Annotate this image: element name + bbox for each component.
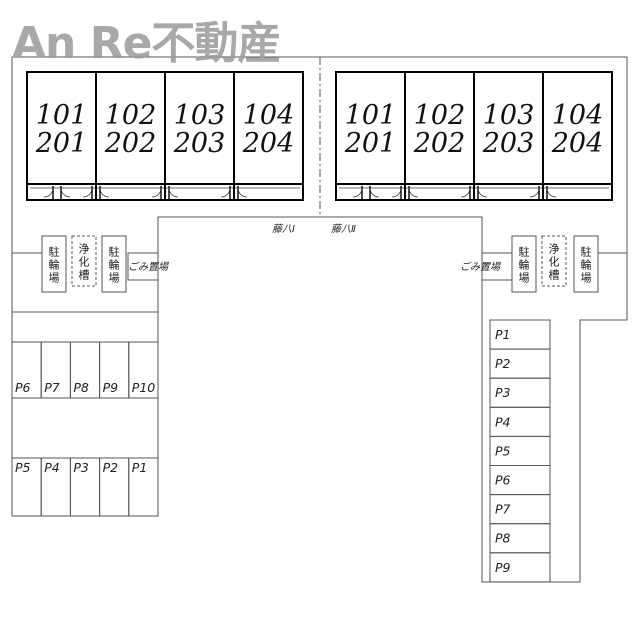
svg-text:駐: 駐 [109, 245, 120, 259]
parking-label: P1 [132, 460, 148, 475]
unit-number-lower: 201 [35, 128, 88, 159]
parking-label: P9 [495, 560, 511, 575]
door-symbol [43, 186, 71, 200]
parking-space: P4 [40, 457, 71, 517]
parking-space: P9 [489, 552, 551, 583]
garbage-area-right: ごみ置場 [460, 252, 513, 281]
svg-text:化: 化 [549, 255, 560, 269]
unit-number-lower: 203 [173, 128, 226, 159]
garbage-label-left: ごみ置場 [128, 261, 169, 273]
parking-space: P6 [11, 341, 42, 399]
unit-number-upper: 101 [345, 100, 397, 131]
door-symbol [352, 186, 380, 200]
parking-label: P1 [495, 327, 511, 342]
door-symbol [151, 186, 179, 200]
watermark-logo: An Re不動産 [12, 18, 281, 69]
parking-space: P1 [128, 457, 159, 517]
parking-space: P7 [489, 494, 551, 525]
septic-tank-left: 浄化槽 [71, 235, 97, 287]
parking-label: P6 [495, 473, 511, 488]
svg-text:駐: 駐 [519, 245, 530, 259]
parking-space: P8 [489, 523, 551, 554]
unit-number-upper: 103 [174, 100, 226, 131]
bicycle-parking-right-2: 駐輪場 [573, 235, 599, 293]
svg-text:輪: 輪 [581, 258, 592, 272]
garbage-label-right: ごみ置場 [460, 261, 501, 273]
svg-text:浄: 浄 [549, 242, 560, 256]
svg-text:場: 場 [581, 272, 592, 285]
parking-space: P10 [128, 341, 159, 399]
unit-number-lower: 202 [104, 128, 157, 159]
parking-space: P6 [489, 465, 551, 496]
svg-text:輪: 輪 [109, 258, 120, 272]
door-symbol [82, 186, 110, 200]
garbage-area-left: ごみ置場 [127, 252, 169, 281]
door-symbol [460, 186, 488, 200]
unit-number-upper: 104 [243, 100, 295, 131]
unit-number-upper: 104 [552, 100, 604, 131]
parking-space: P3 [69, 457, 101, 517]
parking-space: P7 [40, 341, 71, 399]
parking-space: P5 [489, 435, 551, 466]
parking-label: P6 [15, 380, 31, 395]
parking-space: P8 [69, 341, 101, 399]
building-name-2: 藤八Ⅱ [331, 223, 356, 235]
svg-text:化: 化 [79, 255, 90, 269]
svg-text:槽: 槽 [79, 269, 90, 282]
svg-text:場: 場 [49, 272, 60, 285]
svg-text:場: 場 [109, 272, 120, 285]
parking-label: P8 [73, 380, 89, 395]
septic-tank-right: 浄化槽 [541, 235, 567, 287]
bicycle-parking-left-1: 駐輪場 [41, 235, 67, 293]
door-symbol [220, 186, 248, 200]
parking-label: P4 [44, 460, 60, 475]
unit-number-lower: 203 [482, 128, 535, 159]
parking-label: P10 [132, 380, 155, 395]
unit-number-lower: 201 [344, 128, 397, 159]
parking-space: P2 [489, 348, 551, 379]
svg-text:場: 場 [519, 272, 530, 285]
door-symbol [391, 186, 419, 200]
unit-number-upper: 101 [36, 100, 88, 131]
svg-text:駐: 駐 [581, 245, 592, 259]
parking-label: P4 [495, 414, 511, 429]
building-name-1: 藤八Ⅰ [272, 223, 295, 235]
parking-space: P2 [99, 457, 130, 517]
parking-space: P5 [11, 457, 42, 517]
parking-label: P3 [73, 460, 89, 475]
parking-space: P3 [489, 377, 551, 408]
parking-label: P2 [495, 356, 511, 371]
unit-number-upper: 102 [105, 100, 157, 131]
parking-label: P5 [15, 460, 31, 475]
parking-label: P2 [103, 460, 119, 475]
parking-label: P7 [44, 380, 60, 395]
parking-label: P9 [103, 380, 119, 395]
unit-number-lower: 204 [551, 128, 604, 159]
svg-text:輪: 輪 [519, 258, 530, 272]
unit-number-lower: 204 [242, 128, 295, 159]
parking-label: P8 [495, 531, 511, 546]
parking-space: P1 [489, 319, 551, 350]
unit-number-upper: 102 [414, 100, 466, 131]
bicycle-parking-left-2: 駐輪場 [101, 235, 127, 293]
door-symbol [529, 186, 557, 200]
svg-text:駐: 駐 [49, 245, 60, 259]
parking-space: P9 [99, 341, 130, 399]
unit-number-upper: 103 [483, 100, 535, 131]
parking-label: P7 [495, 502, 511, 517]
parking-space: P4 [489, 406, 551, 437]
svg-text:槽: 槽 [549, 269, 560, 282]
svg-text:輪: 輪 [49, 258, 60, 272]
parking-label: P5 [495, 443, 511, 458]
unit-number-lower: 202 [413, 128, 466, 159]
svg-text:浄: 浄 [79, 242, 90, 256]
parking-label: P3 [495, 385, 511, 400]
bicycle-parking-right-1: 駐輪場 [511, 235, 537, 293]
